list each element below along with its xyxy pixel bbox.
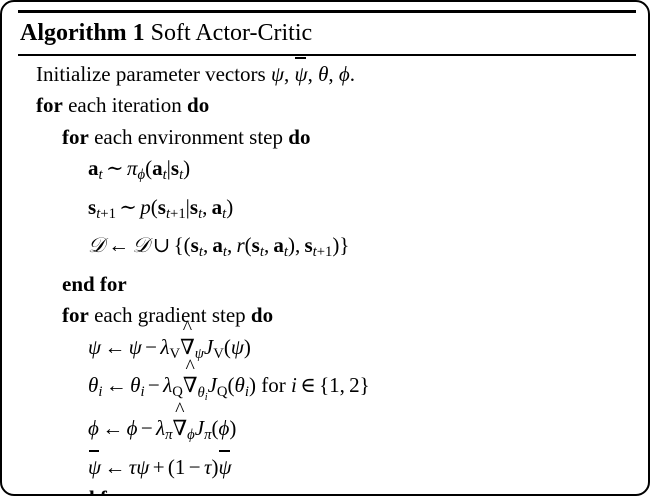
top-rule [18,10,636,13]
symbol-cal-D: 𝒟 [88,233,105,258]
line-append-replay-buffer: 𝒟←𝒟∪{(st, at, r(st, at), st+1)} [18,230,636,269]
symbol-hat-nabla: ∇ [180,332,195,364]
symbol-phi: ϕ [338,61,350,86]
each-gradient-step-text: each gradient step [94,303,246,328]
line-for-iteration: for each iteration do [18,90,636,122]
initialize-text: Initialize parameter vectors [36,61,266,86]
update-target-psi-math: ψ←τψ+(1−τ)ψ [88,450,232,479]
line-update-theta: θi←θi−λQ∇θiJQ(θi) for i∈{1, 2} [18,370,636,412]
line-sample-action: at∼πϕ(at|st) [18,153,636,192]
i-in-set-math: i∈{1, 2} [290,373,370,398]
keyword-do: do [250,303,274,328]
replay-buffer-math: 𝒟←𝒟∪{(st, at, r(st, at), st+1)} [88,233,350,261]
each-environment-step-text: each environment step [94,124,284,149]
each-iteration-text: each iteration [68,93,182,117]
keyword-for: for [36,93,63,117]
keyword-do: do [187,93,210,117]
init-math: ψ, ψ, θ, ϕ. [270,57,356,86]
symbol-psi: ψ [270,61,285,86]
line-end-for-gradient-step: end for [18,483,636,494]
update-psi-math: ψ←ψ−λV∇ψJV(ψ) [88,335,251,362]
algorithm-number-label: Algorithm 1 [20,20,145,46]
sample-next-state-math: st+1∼p(st+1|st, at) [88,194,234,222]
keyword-end-for: end for [62,486,127,494]
period: . [349,61,356,86]
for-i-in-text: for [261,373,286,398]
update-phi-math: ϕ←ϕ−λπ∇ϕJπ(ϕ) [88,416,236,443]
line-for-gradient-step: for each gradient step do [18,300,636,332]
keyword-for: for [62,124,89,149]
symbol-psi-bar: ψ [295,57,308,91]
title-rule [18,54,636,56]
keyword-end-for: end for [62,271,127,296]
symbol-pi: π [126,156,138,180]
line-for-environment-step: for each environment step do [18,122,636,154]
algorithm-title: Algorithm 1 Soft Actor-Critic [18,13,636,54]
keyword-for: for [62,303,89,328]
algorithm-block: Algorithm 1 Soft Actor-Critic Initialize… [18,10,636,494]
line-initialize: Initialize parameter vectors ψ, ψ, θ, ϕ. [18,57,636,91]
algorithm-body: Initialize parameter vectors ψ, ψ, θ, ϕ.… [18,56,636,494]
line-sample-next-state: st+1∼p(st+1|st, at) [18,192,636,231]
line-update-target-psi: ψ←τψ+(1−τ)ψ [18,450,636,484]
sample-action-math: at∼πϕ(at|st) [88,156,191,184]
line-end-for-environment-step: end for [18,269,636,301]
algorithm-name-label: Soft Actor-Critic [150,20,313,46]
update-theta-math: θi←θi−λQ∇θiJQ(θi) [88,373,256,402]
keyword-do: do [288,124,311,149]
line-update-psi: ψ←ψ−λV∇ψJV(ψ) [18,332,636,371]
symbol-theta: θ [318,61,329,86]
line-update-phi: ϕ←ϕ−λπ∇ϕJπ(ϕ) [18,413,636,452]
